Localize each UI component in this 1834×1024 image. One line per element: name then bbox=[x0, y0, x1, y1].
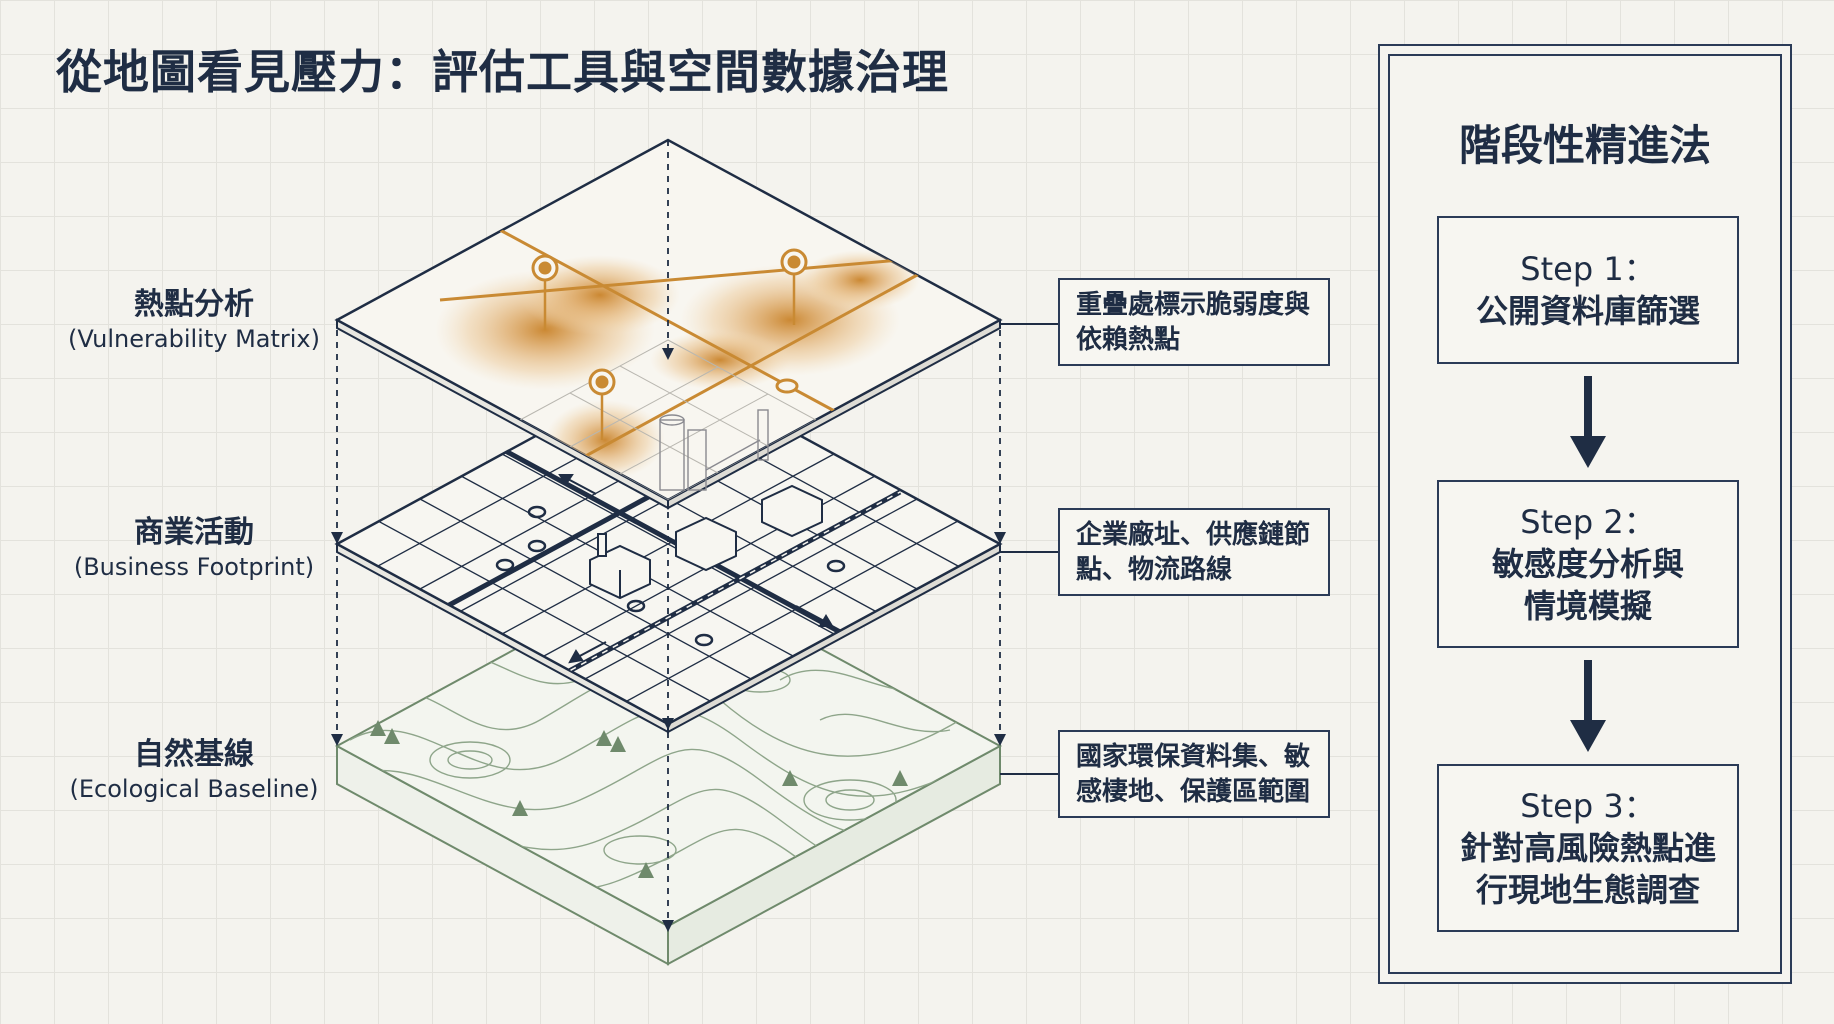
business-layer bbox=[334, 362, 1003, 734]
ecological-label-en: (Ecological Baseline) bbox=[69, 775, 319, 803]
description-leaders bbox=[1000, 323, 1058, 775]
hotspot-description-line1: 重疊處標示脆弱度與 bbox=[1076, 290, 1311, 320]
step-2-text-line2: 情境模擬 bbox=[1523, 587, 1652, 625]
business-label-en: (Business Footprint) bbox=[73, 553, 315, 581]
step-2-text-line1: 敏感度分析與 bbox=[1491, 545, 1684, 583]
eco-trees bbox=[370, 720, 908, 878]
step-2-box: Step 2： 敏感度分析與 情境模擬 bbox=[1437, 480, 1739, 648]
connector-arrowheads bbox=[331, 348, 1006, 932]
step-1-heading: Step 1： bbox=[1520, 250, 1656, 288]
ecological-description-line2: 感棲地、保護區範圍 bbox=[1076, 777, 1311, 807]
business-arrows bbox=[558, 474, 834, 664]
layer-label-business: 商業活動 (Business Footprint) bbox=[54, 514, 334, 582]
ecological-label-zh: 自然基線 bbox=[134, 737, 254, 772]
step-3-text-line1: 針對高風險熱點進 bbox=[1459, 829, 1716, 867]
step-1-text: 公開資料庫篩選 bbox=[1475, 292, 1700, 330]
ecological-description-line1: 國家環保資料集、敏 bbox=[1076, 742, 1311, 772]
heat-pins bbox=[531, 248, 808, 440]
method-panel-inner-border bbox=[1388, 54, 1782, 974]
step-3-text-line2: 行現地生態調查 bbox=[1475, 871, 1700, 909]
step-arrow-down-icon bbox=[1570, 660, 1606, 752]
business-nodes bbox=[495, 505, 846, 647]
business-road-markings bbox=[559, 491, 901, 677]
hotspot-label-en: (Vulnerability Matrix) bbox=[68, 325, 320, 353]
hotspot-description: 重疊處標示脆弱度與 依賴熱點 bbox=[1058, 278, 1330, 366]
layer-label-hotspot: 熱點分析 (Vulnerability Matrix) bbox=[54, 286, 334, 354]
ghost-factory bbox=[659, 409, 769, 491]
business-description-line1: 企業廠址、供應鏈節 bbox=[1076, 520, 1311, 550]
step-3-box: Step 3： 針對高風險熱點進 行現地生態調查 bbox=[1437, 764, 1739, 932]
layer-label-ecological: 自然基線 (Ecological Baseline) bbox=[54, 736, 334, 804]
vertical-connectors bbox=[336, 140, 1001, 920]
step-1-box: Step 1： 公開資料庫篩選 bbox=[1437, 216, 1739, 364]
ecological-description: 國家環保資料集、敏 感棲地、保護區範圍 bbox=[1058, 730, 1330, 818]
business-description-line2: 點、物流路線 bbox=[1076, 555, 1233, 585]
business-factories bbox=[589, 484, 823, 600]
step-arrow-down-icon bbox=[1570, 376, 1606, 468]
business-description: 企業廠址、供應鏈節 點、物流路線 bbox=[1058, 508, 1330, 596]
hotspot-label-zh: 熱點分析 bbox=[134, 287, 254, 322]
step-2-heading: Step 2： bbox=[1520, 503, 1656, 541]
page-title: 從地圖看見壓力：評估工具與空間數據治理 bbox=[56, 45, 949, 99]
hotspot-description-line2: 依賴熱點 bbox=[1076, 325, 1181, 355]
business-label-zh: 商業活動 bbox=[134, 515, 254, 550]
heat-blobs bbox=[435, 250, 920, 480]
method-panel-title: 階段性精進法 bbox=[1458, 121, 1711, 170]
step-3-heading: Step 3： bbox=[1520, 787, 1656, 825]
